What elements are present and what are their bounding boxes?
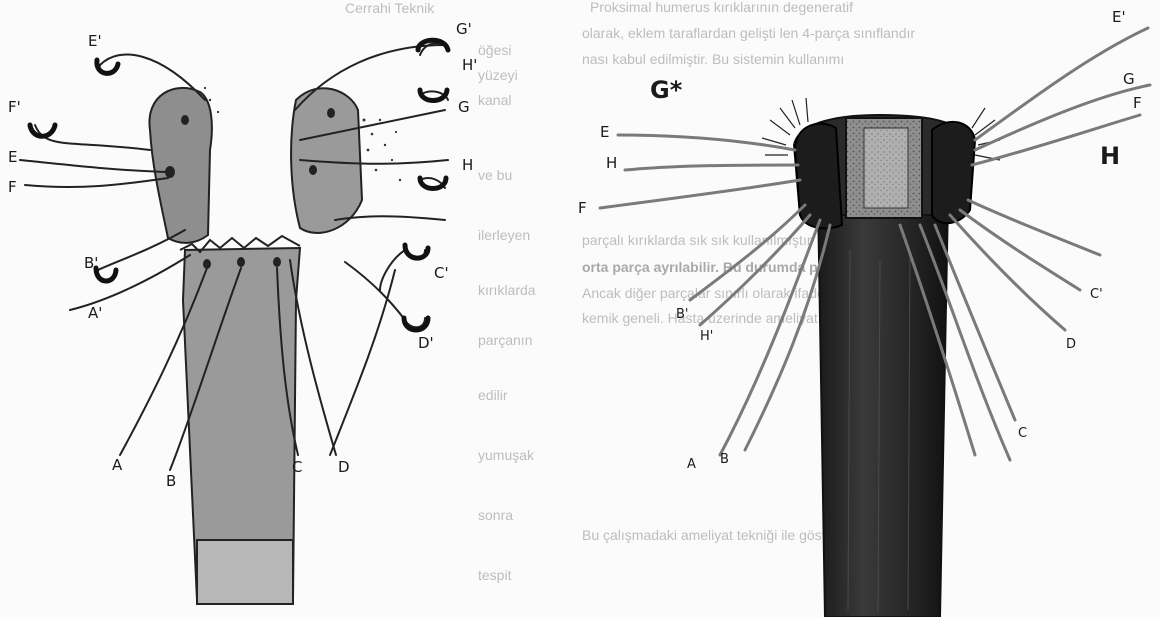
label-a: A <box>687 457 696 472</box>
background-text-line: öğesi <box>478 42 511 58</box>
background-text-line: Proksimal humerus kırıklarının degenerat… <box>590 0 853 15</box>
label-d: D <box>1066 337 1076 352</box>
background-text-line: nası kabul edilmiştir. Bu sistemin kulla… <box>582 51 844 67</box>
central-graft-inner <box>864 128 908 208</box>
shaft-hole <box>237 257 245 267</box>
label-d-prime: D' <box>418 334 434 352</box>
label-g: G <box>1123 70 1135 88</box>
background-text-line: edilir <box>478 387 508 403</box>
background-text-line: yüzeyi <box>478 67 518 83</box>
right-right-tuberosity <box>932 122 975 223</box>
label-h-prime: H' <box>700 329 713 344</box>
label-b-prime: B' <box>84 254 98 272</box>
label-c: C <box>1018 426 1027 441</box>
background-text-line: ilerleyen <box>478 227 530 243</box>
left-drill-hole <box>165 166 175 178</box>
label-f-prime: F <box>1133 94 1142 112</box>
label-b: B <box>720 452 729 467</box>
right-left-tuberosity <box>795 124 842 229</box>
label-c-prime: C' <box>1090 287 1103 302</box>
label-d: D <box>338 458 350 476</box>
left-humerus-figure: E' G' H' F' G E H F B' C' A' D' A B C D <box>8 20 477 604</box>
right-drill-hole <box>327 108 335 118</box>
background-text-line: kırıklarda <box>478 282 536 298</box>
label-c: C <box>292 458 302 476</box>
label-h-prime: H' <box>462 56 477 74</box>
background-text-line: sonra <box>478 507 513 523</box>
label-e: E <box>600 123 609 141</box>
background-text-line: olarak, eklem taraflardan gelişti len 4-… <box>582 25 915 41</box>
label-g-star: G* <box>650 76 683 104</box>
background-text-line: kanal <box>478 92 511 108</box>
label-f: F <box>8 178 17 196</box>
label-b-prime: B' <box>676 307 689 322</box>
background-text-line: parçalı kırıklarda sık sık kullanılmıştı… <box>582 232 812 248</box>
label-e-prime: E' <box>1112 8 1126 26</box>
label-f: F <box>578 199 587 217</box>
left-shaft-end <box>197 540 293 604</box>
left-tuberosity-fragment <box>149 88 211 243</box>
label-f-prime: F' <box>8 98 21 116</box>
background-heading: Cerrahi Teknik <box>345 0 435 16</box>
background-text-line: ve bu <box>478 167 512 183</box>
right-humerus-shaft <box>818 200 948 617</box>
label-h: H <box>462 156 473 174</box>
label-e-prime: E' <box>88 32 102 50</box>
background-text-line: tespit <box>478 567 512 583</box>
label-a: A <box>112 456 123 474</box>
label-h: H <box>606 154 617 172</box>
label-h-big: H <box>1100 142 1120 170</box>
background-text-line: yumuşak <box>478 447 535 463</box>
label-a-prime: A' <box>88 304 102 322</box>
label-c-prime: C' <box>434 264 449 282</box>
label-g: G <box>458 98 470 116</box>
label-b: B <box>166 472 176 490</box>
label-e: E <box>8 148 17 166</box>
background-text-line: parçanın <box>478 332 532 348</box>
shaft-hole <box>273 257 281 267</box>
label-g-prime: G' <box>456 20 472 38</box>
left-drill-hole <box>181 115 189 125</box>
right-drill-hole <box>309 165 317 175</box>
